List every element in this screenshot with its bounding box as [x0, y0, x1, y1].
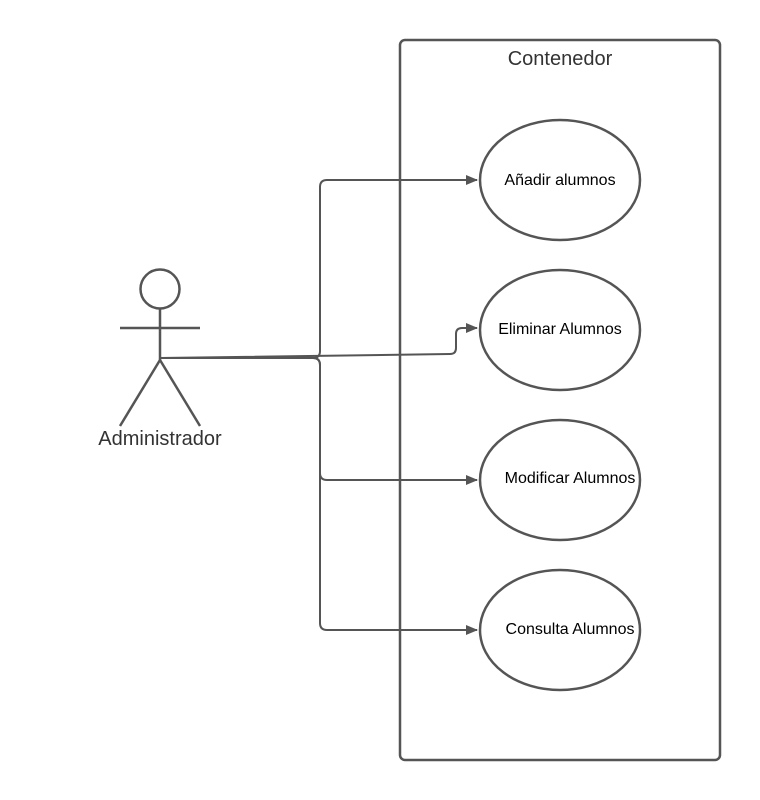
use-case-ellipse [478, 418, 642, 542]
use-case-ellipse [478, 268, 642, 392]
connector-anadir-alumnos [160, 175, 478, 359]
connector-consulta-alumnos [160, 357, 478, 635]
actor-administrador[interactable]: Administrador [98, 268, 222, 451]
connector-modificar-alumnos [160, 357, 478, 485]
use-case-label: Consulta Alumnos [506, 621, 635, 638]
actor-left-leg [118, 359, 162, 427]
actor-name: Administrador [98, 428, 222, 450]
system-boundary[interactable] [398, 38, 722, 762]
use-case-anadir-alumnos[interactable]: Añadir alumnos [478, 118, 642, 242]
actor-right-leg [158, 359, 202, 427]
use-case-label: Modificar Alumnos [505, 470, 636, 487]
system-boundary-title: Contenedor [508, 48, 613, 70]
use-case-label: Eliminar Alumnos [498, 321, 622, 338]
use-case-ellipse [478, 118, 642, 242]
use-case-eliminar-alumnos[interactable]: Eliminar Alumnos [478, 268, 642, 392]
use-case-modificar-alumnos[interactable]: Modificar Alumnos [478, 418, 642, 542]
use-case-consulta-alumnos[interactable]: Consulta Alumnos [478, 568, 642, 692]
connector-eliminar-alumnos [159, 323, 478, 359]
use-case-ellipse [478, 568, 642, 692]
actor-head [139, 268, 181, 310]
use-case-label: Añadir alumnos [504, 172, 615, 189]
